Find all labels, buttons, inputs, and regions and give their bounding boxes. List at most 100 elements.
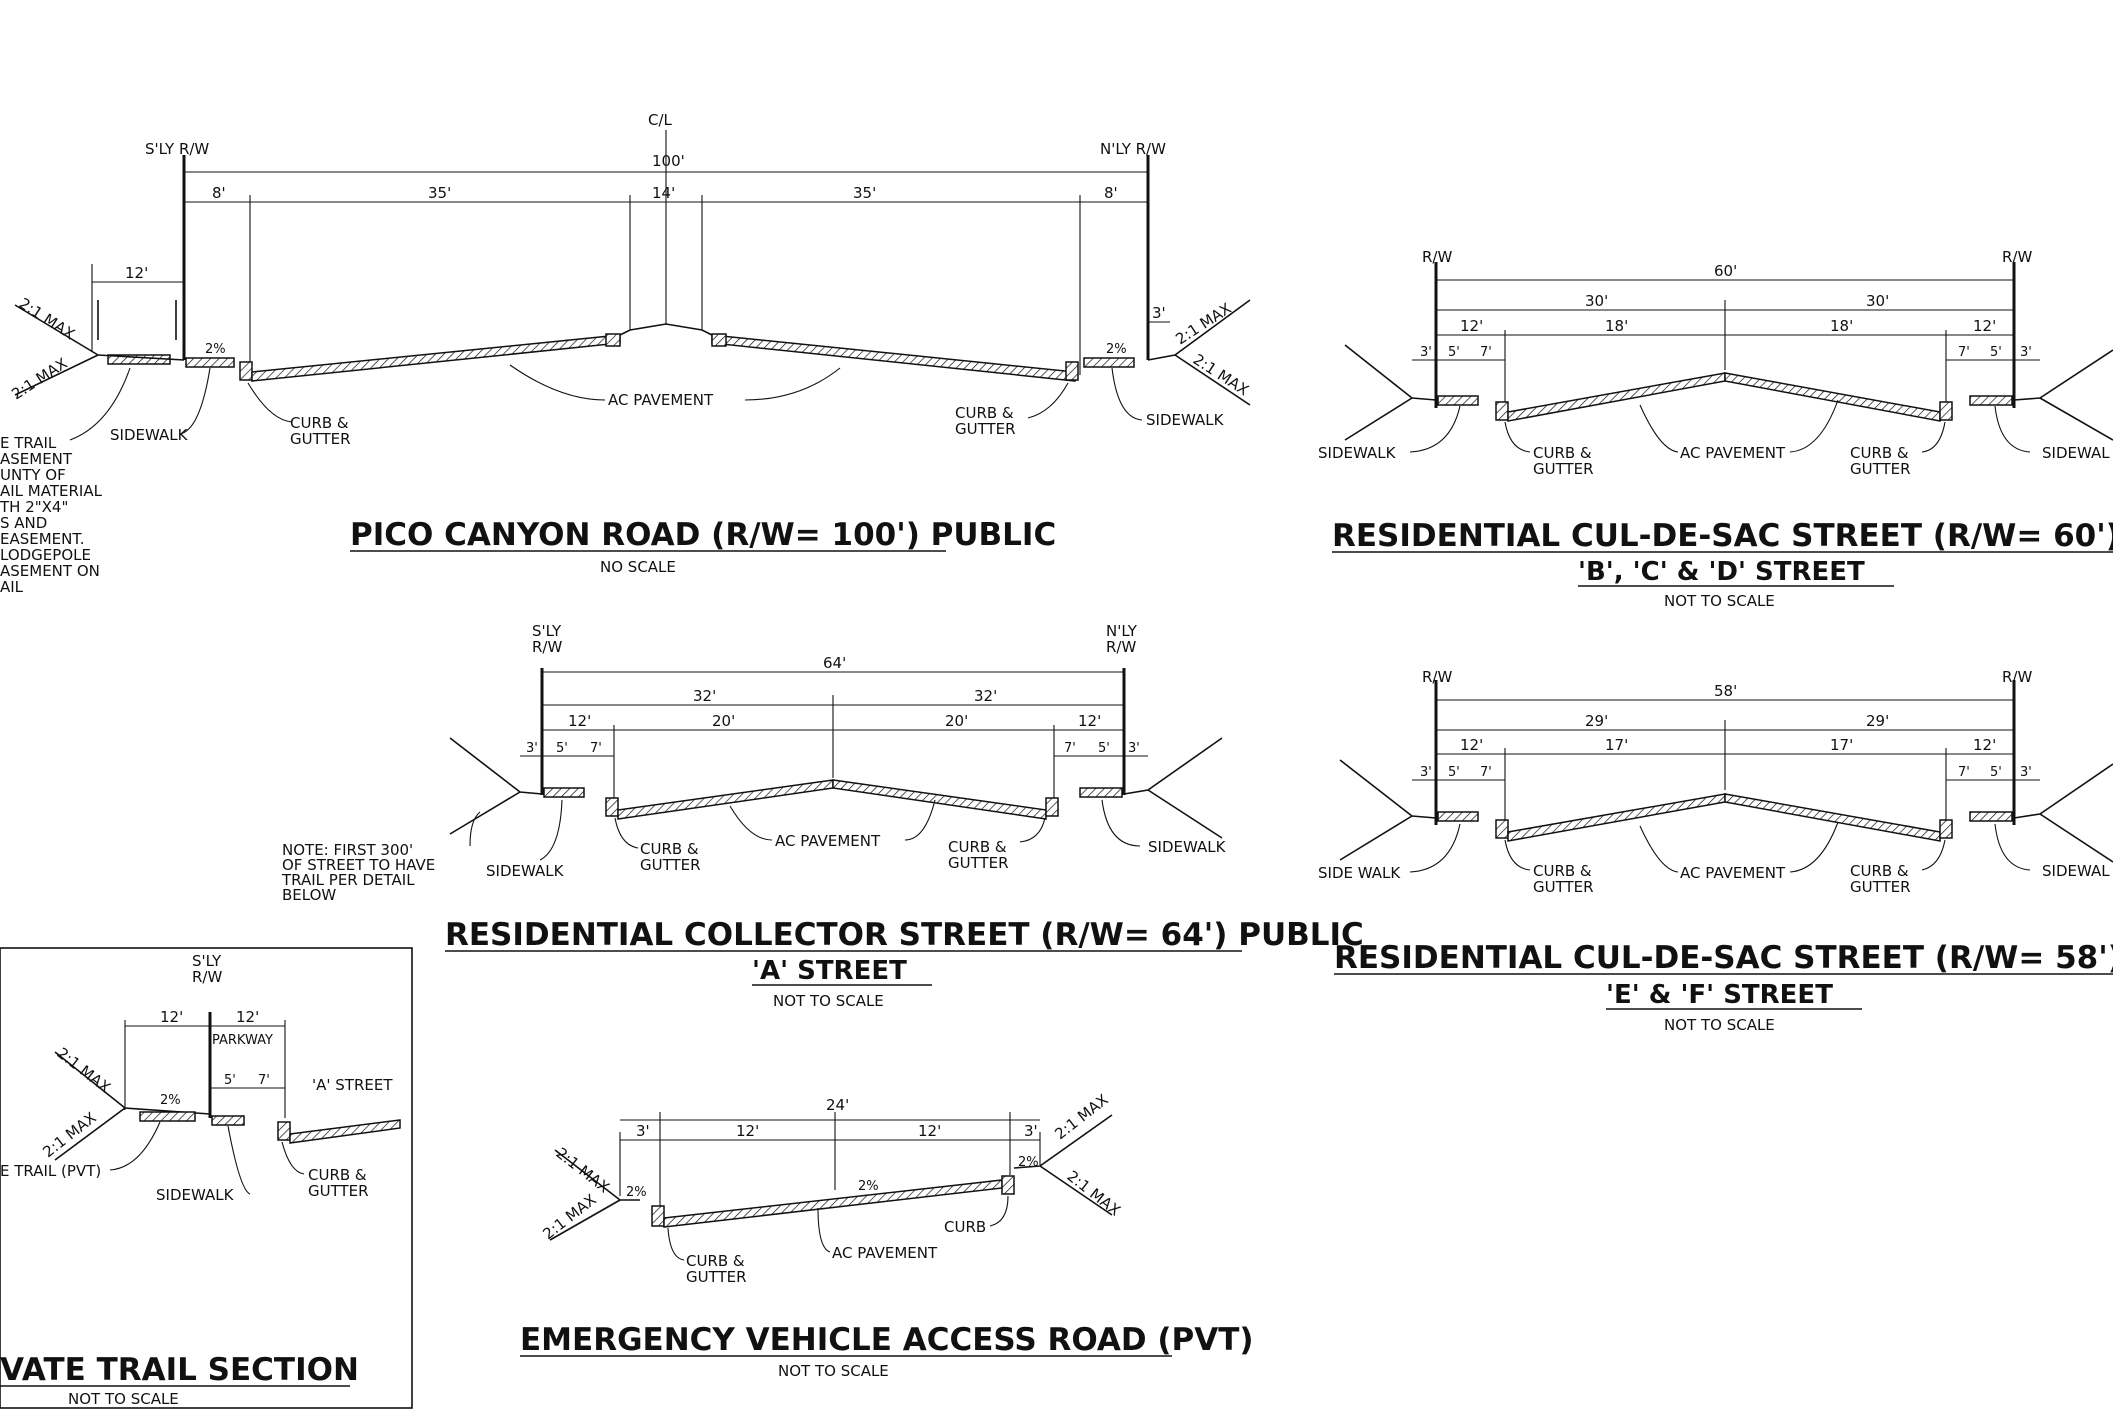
pico-dim-total: 100'	[652, 152, 685, 170]
collector-note-1: OF STREET TO HAVE	[282, 856, 435, 874]
pico-pavement-right	[711, 334, 1076, 382]
emergency-ac-label: AC PAVEMENT	[832, 1244, 938, 1262]
cul60-dim-18-left: 18'	[1605, 317, 1628, 335]
cul60-dim-18-right: 18'	[1830, 317, 1853, 335]
pico-curb-left	[239, 361, 253, 381]
cul60-scale: NOT TO SCALE	[1664, 592, 1775, 610]
collector-dim-32-left: 32'	[693, 687, 716, 705]
cul60-curb-left: CURB &	[1533, 444, 1592, 462]
pico-dim-35-left: 35'	[428, 184, 451, 202]
collector-side-3-left: 3'	[526, 741, 538, 756]
cul-de-sac-60-section: R/W R/W 60' 30' 30' 12' 18' 18' 12' 3' 5…	[1318, 248, 2113, 610]
emergency-dim-total: 24'	[826, 1096, 849, 1114]
pico-trail-note-3: AIL MATERIAL	[0, 482, 103, 500]
pico-dim-8-left: 8'	[212, 184, 226, 202]
cul60-sidewalk-right: SIDEWAL	[2042, 444, 2110, 462]
pico-trail-note-4: TH 2"X4"	[0, 498, 68, 516]
cul-de-sac-58-section: R/W R/W 58' 29' 29' 12' 17' 17' 12' 3' 5…	[1318, 668, 2113, 1034]
collector-s-rw-1: S'LY	[532, 622, 562, 640]
trail-curb-label: CURB &	[308, 1166, 367, 1184]
pico-title: PICO CANYON ROAD (R/W= 100') PUBLIC	[350, 517, 1056, 553]
emergency-scale: NOT TO SCALE	[778, 1362, 889, 1380]
pico-sidewalk-right	[1083, 357, 1135, 368]
collector-note-0: NOTE: FIRST 300'	[282, 841, 413, 859]
cul58-rw-left: R/W	[1422, 668, 1452, 686]
collector-pavement-left	[617, 779, 834, 820]
collector-gutter-right: GUTTER	[948, 854, 1009, 872]
collector-dim-32-right: 32'	[974, 687, 997, 705]
pico-dim-3: 3'	[1152, 304, 1166, 322]
collector-ac-pavement: AC PAVEMENT	[775, 832, 881, 850]
cul60-side-5-right: 5'	[1990, 345, 2002, 360]
emergency-cross-slope-left: 2%	[626, 1185, 647, 1200]
cul60-ac-pavement: AC PAVEMENT	[1680, 444, 1786, 462]
cul60-rw-right: R/W	[2002, 248, 2032, 266]
cul58-dim-total: 58'	[1714, 682, 1737, 700]
collector-side-5-right: 5'	[1098, 741, 1110, 756]
pico-sidewalk-label-left: SIDEWALK	[110, 426, 189, 444]
pico-trail-note-6: EASEMENT.	[0, 530, 85, 548]
cul58-curb-left: CURB &	[1533, 862, 1592, 880]
cul60-side-7-right: 7'	[1958, 345, 1970, 360]
trail-parkway: PARKWAY	[212, 1033, 273, 1048]
emergency-cross-slope-mid: 2%	[858, 1179, 879, 1194]
collector-curb-left: CURB &	[640, 840, 699, 858]
pico-slope-right-1: 2:1 MAX	[1172, 299, 1234, 348]
pico-n-rw-label: N'LY R/W	[1100, 140, 1166, 158]
cul58-dim-17-right: 17'	[1830, 736, 1853, 754]
cul58-pavement-left	[1507, 793, 1726, 842]
collector-sidewalk-right: SIDEWALK	[1148, 838, 1227, 856]
cul58-gutter-right: GUTTER	[1850, 878, 1911, 896]
cul60-dim-total: 60'	[1714, 262, 1737, 280]
pico-dim-14: 14'	[652, 184, 675, 202]
collector-dim-12-left: 12'	[568, 712, 591, 730]
cul60-gutter-left: GUTTER	[1533, 460, 1594, 478]
pico-trail-note-7: LODGEPOLE	[0, 546, 91, 564]
collector-subtitle: 'A' STREET	[752, 956, 907, 986]
collector-n-rw-1: N'LY	[1106, 622, 1138, 640]
pico-slope-left-2: 2:1 MAX	[8, 354, 70, 403]
emergency-gutter-label: GUTTER	[686, 1268, 747, 1286]
pico-curb-label-left: CURB &	[290, 414, 349, 432]
cul58-subtitle: 'E' & 'F' STREET	[1606, 980, 1833, 1010]
pico-sidewalk-label-right: SIDEWALK	[1146, 411, 1225, 429]
cul60-curb-right: CURB &	[1850, 444, 1909, 462]
pico-gutter-label-right: GUTTER	[955, 420, 1016, 438]
cul58-ac-pavement: AC PAVEMENT	[1680, 864, 1786, 882]
collector-dim-20-right: 20'	[945, 712, 968, 730]
pico-scale: NO SCALE	[600, 558, 676, 576]
cul60-dim-30-right: 30'	[1866, 292, 1889, 310]
collector-s-rw-2: R/W	[532, 638, 562, 656]
cul60-dim-12-right: 12'	[1973, 317, 1996, 335]
cul58-side-5-right: 5'	[1990, 765, 2002, 780]
cul58-side-7-right: 7'	[1958, 765, 1970, 780]
cul58-title: RESIDENTIAL CUL-DE-SAC STREET (R/W= 58')…	[1334, 940, 2113, 976]
trail-scale: NOT TO SCALE	[68, 1390, 179, 1408]
cul58-dim-17-left: 17'	[1605, 736, 1628, 754]
cul58-pavement-right	[1724, 793, 1941, 842]
trail-dim-5: 5'	[224, 1073, 236, 1088]
collector-dim-12-right: 12'	[1078, 712, 1101, 730]
pico-cl-label: C/L	[648, 111, 673, 129]
cul58-dim-12-right: 12'	[1973, 736, 1996, 754]
cul60-sidewalk-left: SIDEWALK	[1318, 444, 1397, 462]
trail-rw-2: R/W	[192, 968, 222, 986]
emergency-access-section: 24' 3' 12' 12' 3' 2:1 MAX 2:1 MAX 2% 2% …	[520, 1091, 1254, 1380]
pico-s-rw-label: S'LY R/W	[145, 140, 209, 158]
cul60-pavement-right	[1724, 372, 1941, 422]
trail-dim-12-right: 12'	[236, 1008, 259, 1026]
trail-title: VATE TRAIL SECTION	[0, 1352, 359, 1388]
trail-cross-slope: 2%	[160, 1093, 181, 1108]
pico-trail-note-2: UNTY OF	[0, 466, 66, 484]
emergency-curb2-label: CURB &	[686, 1252, 745, 1270]
pico-pavement-left	[251, 334, 621, 382]
collector-side-7-left: 7'	[590, 741, 602, 756]
emergency-slope-right-1: 2:1 MAX	[1051, 1091, 1111, 1144]
cul58-sidewalk-right: SIDEWAL	[2042, 862, 2110, 880]
cul58-dim-12-left: 12'	[1460, 736, 1483, 754]
collector-note-2: TRAIL PER DETAIL	[281, 871, 415, 889]
pico-curb-label-right: CURB &	[955, 404, 1014, 422]
pico-trail-note-0: E TRAIL	[0, 434, 57, 452]
cul58-side-7-left: 7'	[1480, 765, 1492, 780]
